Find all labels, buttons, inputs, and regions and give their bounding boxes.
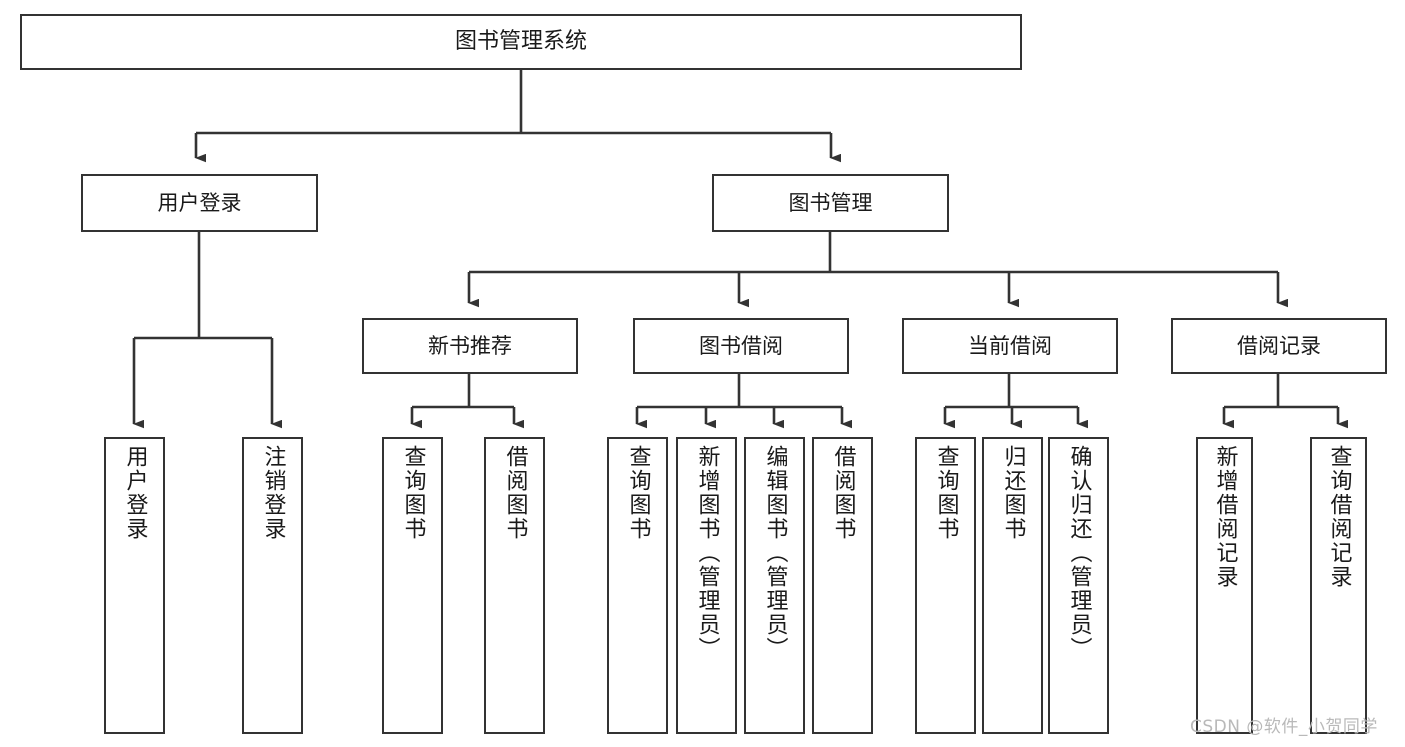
node-label: 借阅图书: [502, 445, 528, 541]
node-label: 当前借阅: [968, 333, 1052, 358]
leaf-confirm-return-admin[interactable]: 确认归还（管理员）: [1048, 437, 1109, 734]
node-label: 新增借阅记录: [1212, 445, 1238, 589]
node-borrow-record[interactable]: 借阅记录: [1171, 318, 1387, 374]
node-label: 查询借阅记录: [1326, 445, 1352, 589]
node-book-management[interactable]: 图书管理: [712, 174, 949, 232]
leaf-add-borrow-record[interactable]: 新增借阅记录: [1196, 437, 1253, 734]
node-label: 新增图书（管理员）: [694, 445, 720, 661]
node-new-book-recommendation[interactable]: 新书推荐: [362, 318, 578, 374]
node-label: 新书推荐: [428, 333, 512, 358]
node-label: 用户登录: [122, 445, 148, 541]
leaf-logout[interactable]: 注销登录: [242, 437, 303, 734]
node-label: 编辑图书（管理员）: [762, 445, 788, 661]
node-current-borrow[interactable]: 当前借阅: [902, 318, 1118, 374]
leaf-query-borrow-record[interactable]: 查询借阅记录: [1310, 437, 1367, 734]
node-label: 查询图书: [933, 445, 959, 541]
leaf-borrow-book-recommendation[interactable]: 借阅图书: [484, 437, 545, 734]
leaf-borrow-book[interactable]: 借阅图书: [812, 437, 873, 734]
node-label: 确认归还（管理员）: [1066, 445, 1092, 661]
node-label: 查询图书: [625, 445, 651, 541]
leaf-query-book-recommendation[interactable]: 查询图书: [382, 437, 443, 734]
node-label: 借阅记录: [1237, 333, 1321, 358]
node-label: 借阅图书: [830, 445, 856, 541]
node-root-book-management-system[interactable]: 图书管理系统: [20, 14, 1022, 70]
node-user-login[interactable]: 用户登录: [81, 174, 318, 232]
leaf-return-book[interactable]: 归还图书: [982, 437, 1043, 734]
leaf-add-book-admin[interactable]: 新增图书（管理员）: [676, 437, 737, 734]
leaf-query-book-current[interactable]: 查询图书: [915, 437, 976, 734]
node-book-borrow[interactable]: 图书借阅: [633, 318, 849, 374]
node-label: 归还图书: [1000, 445, 1026, 541]
leaf-query-book-borrow[interactable]: 查询图书: [607, 437, 668, 734]
node-label: 图书借阅: [699, 333, 783, 358]
leaf-user-login[interactable]: 用户登录: [104, 437, 165, 734]
node-label: 图书管理系统: [454, 29, 587, 55]
node-label: 查询图书: [400, 445, 426, 541]
csdn-watermark: CSDN @软件_小贺同学: [1190, 717, 1378, 737]
node-label: 用户登录: [157, 190, 242, 215]
leaf-edit-book-admin[interactable]: 编辑图书（管理员）: [744, 437, 805, 734]
node-label: 图书管理: [788, 190, 873, 215]
node-label: 注销登录: [260, 445, 286, 541]
